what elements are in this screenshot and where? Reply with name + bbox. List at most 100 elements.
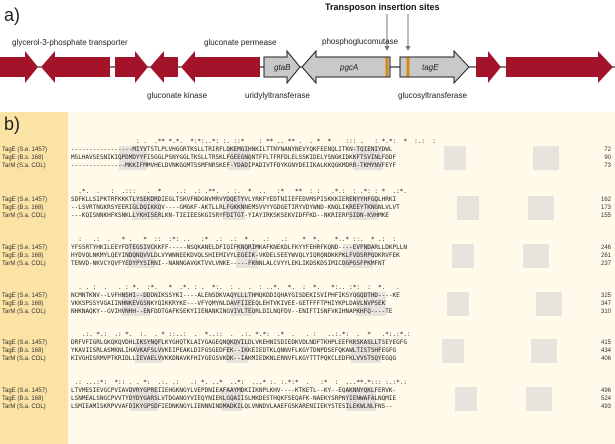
conservation-shading: [533, 146, 559, 170]
conservation-shading: [442, 339, 464, 363]
alignment-block: .*. . : .::: . * ..: .: .**. . :. * .. :…: [0, 188, 615, 220]
sequence-end-position: 415: [600, 340, 611, 346]
sequence-name: TarM (S.a. COL): [2, 163, 46, 169]
sequence-end-position: 406: [600, 356, 611, 362]
sequence-name: TagE (S.e. 1457): [2, 293, 48, 299]
sequence-name: TarM (S.a. COL): [2, 213, 46, 219]
conservation-line: . . : . . : *. :*. * .*. : . *:. : . . :…: [71, 284, 407, 291]
conservation-shading: [351, 339, 381, 363]
conservation-shading: [528, 196, 554, 220]
sequence-end-position: 90: [604, 155, 611, 161]
conservation-shading: [231, 292, 253, 316]
gtab-label: gtaB: [274, 63, 291, 72]
gene-map: a) Transposon insertion sites gtaB pgcA …: [0, 2, 615, 100]
sequence-name: TagE (S.e. 1457): [2, 340, 48, 346]
alignment-row: TagE (B.s. 168)--LSVRTNGKRSYEERIGLDQIKKQ…: [0, 204, 615, 212]
pgca-label: pgcA: [339, 63, 358, 72]
sequence-text: YKAVIISRLASMKNLIHAVKAFSLVVKEIPEAKLDIFGSG…: [71, 347, 397, 354]
sequence-end-position: 155: [600, 213, 611, 219]
alignment-row: TarM (S.a. COL)TENVD-NKVCYQVFYEDYPYSIRNI…: [0, 260, 615, 268]
sequence-end-position: 73: [604, 163, 611, 169]
alignment-row: TagE (S.e. 1457)NCMNTKNV--LVFHNSHI--DDDN…: [0, 292, 615, 300]
conservation-shading: [236, 244, 258, 268]
sequence-text: LSMIEAMISKRPVVAFDIKYGPSDFIEDNKNGYLIENNNI…: [71, 403, 393, 410]
alignment-row: TagE (S.e. 1457) LTVMESIEVGCPVIAVDVRYGPRE…: [0, 387, 615, 395]
conservation-shading: [226, 339, 248, 363]
conservation-shading: [455, 387, 477, 411]
sequence-name: TarM (S.a. COL): [2, 404, 46, 410]
alignment-row: TagE (S.e. 1457) DRFVFIGRLGKQKQVDHLIKSYNQ…: [0, 339, 615, 347]
gene-label-glucosyltransferase: glucosyltransferase: [398, 91, 467, 100]
gene-arrow-9: [476, 51, 501, 83]
sequence-text: ---KQISNNKHFKSNKLLYKHISERLKN-TIEIEESKGIS…: [71, 212, 389, 219]
conservation-shading: [457, 196, 479, 220]
alignment-panel: b) : . .** *.*. *:*:..*: :. ::* : ** .. …: [0, 112, 615, 444]
sequence-name: TarM (S.a. COL): [2, 261, 46, 267]
gene-arrows: [0, 49, 613, 85]
sequence-name: TagE (S.e. 1457): [2, 197, 48, 203]
panel-a-label: a): [4, 5, 20, 25]
sequence-text: HYDVQLNKMYLQEYINDQNQVVLDLVYWNNEEKDVQLSHI…: [71, 252, 400, 259]
gene-label-uridylyltransferase: uridylyltransferase: [245, 91, 310, 100]
alignment-row: TarM (S.a. COL) LSMIEAMISKRPVVAFDIKYGPSDF…: [0, 403, 615, 411]
conservation-shading: [526, 387, 552, 411]
conservation-shading: [130, 387, 158, 411]
sequence-end-position: 325: [600, 293, 611, 299]
conservation-shading: [132, 196, 160, 220]
conservation-shading: [444, 146, 466, 170]
conservation-shading: [127, 244, 155, 268]
conservation-shading: [452, 244, 474, 268]
alignment-row: TagE (B.s. 168)MSLHAVSESNIKIQPDMDYYFISGG…: [0, 154, 615, 162]
sequence-text: KIVGHISRMVPTKRIDLLIEVAELVVKKDNAVKFHIYGEG…: [71, 355, 397, 362]
conservation-line: : . .** *.*. *:*:..*: :. ::* : ** .. ** …: [71, 138, 436, 145]
conservation-shading: [221, 387, 243, 411]
insertion-mark-pgca: [385, 57, 389, 77]
conservation-shading: [122, 292, 150, 316]
sequence-text: SDFKLLSIPKTRFKKKTLYSEKDRDIEGLTSKVFNDGNVM…: [71, 196, 397, 203]
gtab-gene-arrow: [263, 49, 301, 85]
sequence-text: -----------------MIYVTSTLPLVHGGRTKSLLTRI…: [71, 146, 393, 153]
sequence-end-position: 434: [600, 348, 611, 354]
conservation-shading: [223, 196, 245, 220]
conservation-shading: [353, 146, 383, 170]
sequence-text: DRFVFIGRLGKQKQVDHLIKSYNQFLKYGHQTKLAIYGAG…: [71, 339, 407, 346]
sequence-text: LTVMESIEVGCPVIAVDVRYGPREIIEHGKNGYLVEPDNI…: [71, 387, 397, 394]
alignment-row: TagE (B.s. 168)LSNMEALSNGCPVVTYDYDYGARSL…: [0, 395, 615, 403]
sequence-name: TagE (B.s. 168): [2, 396, 44, 402]
sequence-end-position: 173: [600, 205, 611, 211]
sequence-column-bg: [68, 112, 615, 444]
tage-gene-arrow: [399, 49, 470, 85]
sequence-end-position: 246: [600, 245, 611, 251]
sequence-text: ---------------MKKIFMMVHELDVNKGGMTSSMFNR…: [71, 162, 397, 169]
sequence-name: TagE (B.s. 168): [2, 301, 44, 307]
sequence-end-position: 261: [600, 253, 611, 259]
sequence-end-position: 496: [600, 388, 611, 394]
sequence-name: TagE (S.e. 1457): [2, 388, 48, 394]
sequence-text: NHKNAQKY--GVIHVNHH--ENFDDTGAFKSEKYIIENAN…: [71, 308, 393, 315]
gene-arrow-10: [506, 51, 613, 83]
gene-label-gluconate-permease: gluconate permease: [204, 38, 277, 47]
tage-label: tagE: [422, 63, 439, 72]
conservation-shading: [228, 146, 250, 170]
sequence-text: --LSVRTNGKRSYEERIGLDQIKKQV----GMGKF-AKTL…: [71, 204, 400, 211]
sequence-name: TagE (S.e. 1457): [2, 147, 48, 153]
conservation-shading: [343, 244, 373, 268]
alignment-row: TagE (B.s. 168)YKAVIISRLASMKNLIHAVKAFSLV…: [0, 347, 615, 355]
conservation-shading: [119, 146, 147, 170]
sequence-name: TagE (S.e. 1457): [2, 245, 48, 251]
gene-arrow-1: [0, 51, 38, 83]
conservation-shading: [523, 244, 549, 268]
sequence-end-position: 310: [600, 309, 611, 315]
sequence-name: TagE (B.s. 168): [2, 155, 44, 161]
sequence-name: TarM (S.a. COL): [2, 309, 46, 315]
alignment-row: TarM (S.a. COL) ---KQISNNKHFKSNKLLYKHISER…: [0, 212, 615, 220]
conservation-line: .*. . : .::: . * ..: .: .**. . :. * .. :…: [71, 188, 415, 195]
alignment-row: TagE (S.e. 1457)YFSSRTYHKILEEYFDTEGSIVCK…: [0, 244, 615, 252]
alignment-row: TarM (S.a. COL) NHKNAQKY--GVIHVNHH--ENFDD…: [0, 308, 615, 316]
gene-arrow-5: [181, 51, 260, 83]
conservation-shading: [531, 339, 557, 363]
names-column-bg: [0, 112, 68, 444]
gene-label-gluconate-kinase: gluconate kinase: [147, 91, 208, 100]
sequence-name: TagE (B.s. 168): [2, 253, 44, 259]
gene-label-phosphoglucomutase: phosphoglucomutase: [322, 37, 399, 46]
